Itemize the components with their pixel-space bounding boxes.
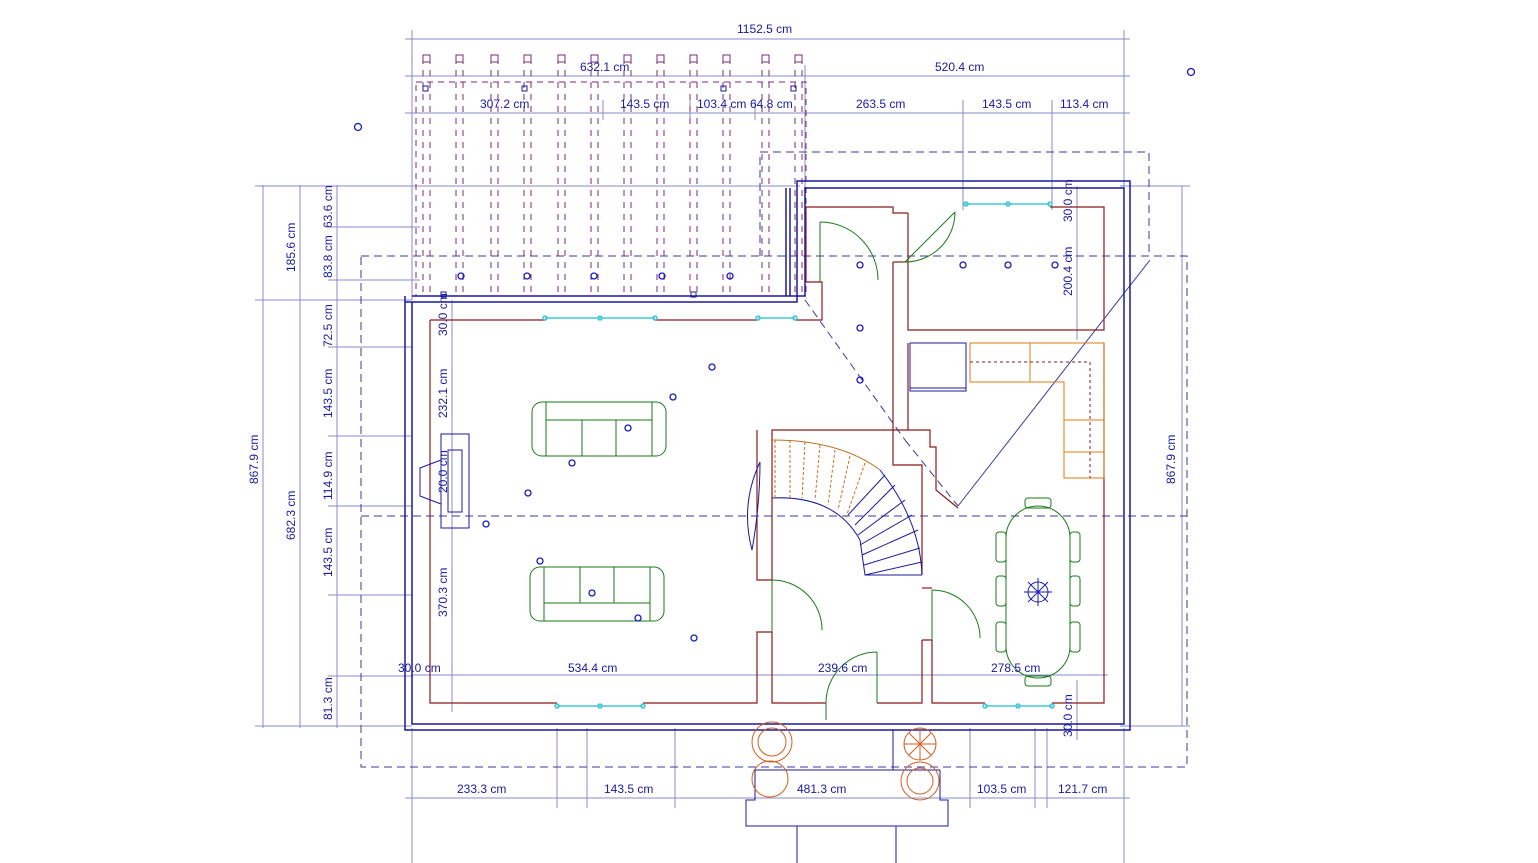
dim-row-d: 278.5 cm [991, 661, 1040, 675]
dim-top-c: 103.4 cm [697, 97, 746, 111]
dim-right-b: 200.4 cm [1061, 247, 1075, 296]
dim-bot-d: 103.5 cm [977, 782, 1026, 796]
dim-top-right: 520.4 cm [935, 60, 984, 74]
ceiling-lights [353, 67, 1196, 642]
dim-left-f: 143.5 cm [321, 369, 335, 418]
chandelier [1024, 578, 1052, 606]
windows [542, 201, 1055, 709]
plants [751, 721, 940, 801]
dim-left-i: 81.3 cm [321, 677, 335, 720]
staircase [747, 439, 923, 576]
doors [771, 211, 981, 720]
dim-top-d: 64.8 cm [750, 97, 793, 111]
dim-left-d: 83.8 cm [321, 235, 335, 278]
dimension-lines [255, 30, 1190, 863]
dim-left-c: 63.6 cm [321, 185, 335, 228]
dim-row-a: 30.0 cm [398, 661, 441, 675]
inner-walls [429, 206, 1105, 704]
dim-top-b: 143.5 cm [620, 97, 669, 111]
dim-left-total: 867.9 cm [247, 435, 261, 484]
dim-top-a: 307.2 cm [480, 97, 529, 111]
dim-inner-c: 20.0 cm [436, 450, 450, 493]
dim-right-c: 30.0 cm [1061, 694, 1075, 737]
dim-left-a: 185.6 cm [284, 223, 298, 272]
dim-top-g: 113.4 cm [1060, 97, 1108, 111]
kitchen-counter [969, 342, 1105, 479]
dimension-labels: 1152.5 cm 632.1 cm 520.4 cm 307.2 cm 143… [247, 22, 1178, 796]
fireplace [419, 433, 470, 529]
entrance-steps [745, 730, 949, 863]
dim-top-f: 143.5 cm [982, 97, 1031, 111]
dim-left-g: 114.9 cm [321, 452, 335, 500]
dim-inner-a: 30.0 cm [436, 293, 450, 336]
dim-left-b: 682.3 cm [284, 491, 298, 540]
sofa-bottom [529, 566, 665, 622]
fridge [909, 342, 967, 392]
roof-ridge-line [957, 259, 1151, 507]
dim-row-b: 534.4 cm [568, 661, 617, 675]
dim-right-a: 30.0 cm [1061, 179, 1075, 222]
dim-left-e: 72.5 cm [321, 304, 335, 347]
dim-top-e: 263.5 cm [856, 97, 905, 111]
dim-top-total: 1152.5 cm [737, 22, 792, 36]
dim-bot-a: 233.3 cm [457, 782, 506, 796]
dim-left-h: 143.5 cm [321, 528, 335, 577]
pergola [415, 54, 807, 298]
dining-table [995, 497, 1081, 687]
dim-row-c: 239.6 cm [818, 661, 867, 675]
dim-inner-b: 232.1 cm [436, 369, 450, 418]
outer-walls [404, 180, 1131, 731]
sofa-top [531, 401, 667, 457]
dim-right-total: 867.9 cm [1164, 435, 1178, 484]
roof-overhang [360, 151, 1188, 768]
dim-bot-c: 481.3 cm [797, 782, 846, 796]
dim-top-left: 632.1 cm [580, 60, 629, 74]
dim-bot-b: 143.5 cm [604, 782, 653, 796]
dim-inner-d: 370.3 cm [436, 568, 450, 617]
dim-bot-e: 121.7 cm [1058, 782, 1107, 796]
